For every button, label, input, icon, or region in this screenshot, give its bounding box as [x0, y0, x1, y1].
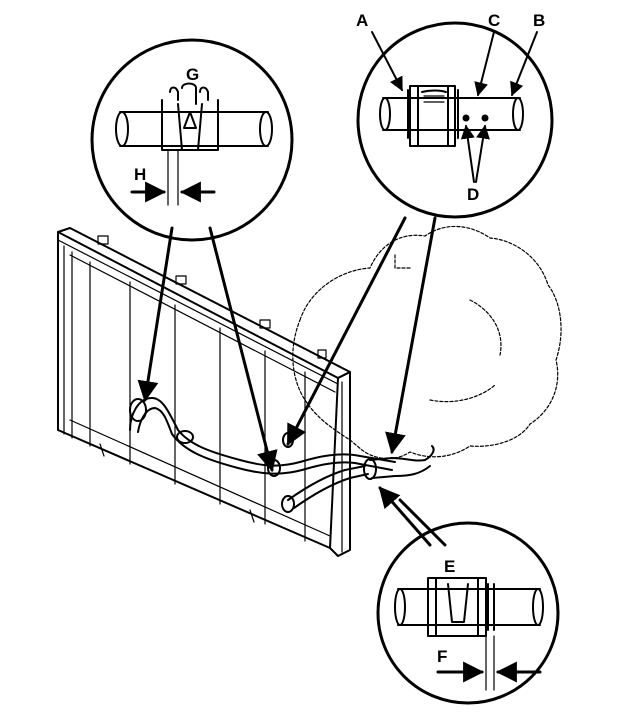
detail-circle-abcd: A C B D	[356, 11, 554, 219]
radiator	[57, 227, 351, 557]
callout-b: B	[533, 11, 545, 30]
callout-g: G	[186, 65, 199, 84]
leader-arrows	[137, 216, 447, 547]
detail-circle-ef: E F	[376, 521, 560, 705]
callout-e: E	[444, 557, 455, 576]
callout-c: C	[488, 11, 500, 30]
callout-f: F	[437, 647, 447, 666]
callout-a: A	[356, 11, 368, 30]
detail-circle-g: G H	[90, 38, 294, 242]
transmission-outline	[292, 225, 562, 460]
callout-h: H	[134, 165, 146, 184]
callout-d: D	[467, 185, 479, 204]
